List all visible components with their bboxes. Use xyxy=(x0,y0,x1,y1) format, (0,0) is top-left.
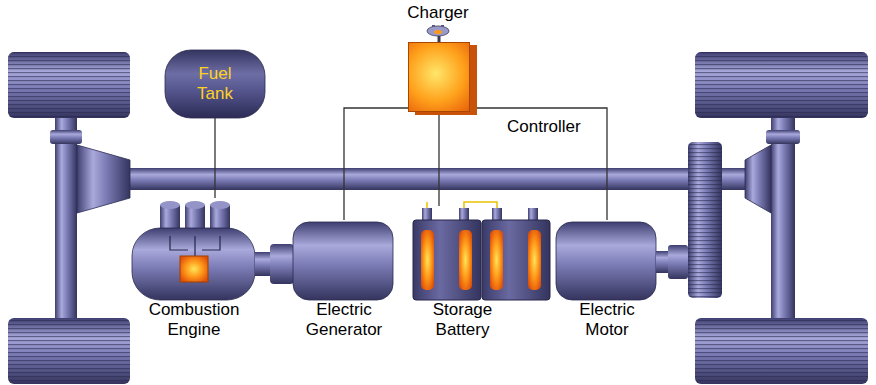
wheel xyxy=(8,52,130,118)
controller: Controller xyxy=(408,42,470,112)
part-label: Controller xyxy=(507,117,597,137)
part-label: Fuel Tank xyxy=(190,64,240,104)
motor-body xyxy=(556,222,656,300)
bevel-gear xyxy=(745,145,771,213)
coupling xyxy=(656,251,670,273)
power-wire xyxy=(470,108,607,220)
generator-body xyxy=(293,222,393,300)
terminal-link xyxy=(464,202,497,208)
storage-battery xyxy=(413,202,550,300)
coupling xyxy=(668,245,688,279)
charger: Charger xyxy=(398,2,480,36)
drive-shaft xyxy=(128,168,748,190)
plug-head xyxy=(427,26,449,36)
battery-plate xyxy=(421,230,434,290)
wheel-tyre xyxy=(8,52,130,118)
engine-pipe xyxy=(170,236,220,256)
power-wire xyxy=(438,112,439,206)
hub xyxy=(766,130,800,144)
hub xyxy=(50,130,82,144)
part-label: Electric Motor xyxy=(567,300,647,340)
engine-block xyxy=(132,228,255,300)
wheel-tread xyxy=(8,52,130,118)
part-label: Charger xyxy=(398,3,478,23)
wheel-tread xyxy=(695,318,868,384)
battery-terminal xyxy=(492,208,502,221)
engine-cylinder-top xyxy=(160,201,180,209)
axle xyxy=(55,118,77,318)
battery-cell xyxy=(482,220,550,300)
engine: Combustion Engine xyxy=(130,198,258,342)
wheel-tread xyxy=(695,52,868,118)
bevel-gear xyxy=(77,145,130,213)
wheel xyxy=(8,318,130,384)
engine-cylinder-top xyxy=(210,201,230,209)
motor: Electric Motor xyxy=(556,220,658,342)
coupling xyxy=(255,252,271,276)
battery-terminal xyxy=(459,208,469,221)
wheel-tyre xyxy=(695,318,868,384)
combustion-engine xyxy=(132,201,255,300)
part-label: Storage Battery xyxy=(420,300,505,340)
battery: Storage Battery xyxy=(412,206,552,342)
gear-wheel xyxy=(688,142,722,298)
terminal-link xyxy=(426,202,428,208)
battery-plate xyxy=(528,230,541,290)
battery-cell xyxy=(413,220,481,300)
generator: Electric Generator xyxy=(293,220,395,342)
battery-terminal xyxy=(528,208,538,221)
wheel-tyre xyxy=(8,318,130,384)
wheel-tyre xyxy=(695,52,868,118)
wheel-tread xyxy=(8,318,130,384)
fuel-tank xyxy=(165,50,265,118)
part-label: Combustion Engine xyxy=(139,300,249,340)
battery-plate xyxy=(490,230,503,290)
plug-light xyxy=(434,30,442,34)
power-wire xyxy=(344,108,408,220)
fuel-tank: Fuel Tank xyxy=(165,50,265,118)
coupling xyxy=(270,244,294,284)
charger-plug xyxy=(427,25,449,36)
wheel xyxy=(695,52,868,118)
combustion-chamber xyxy=(180,256,208,282)
axle xyxy=(771,118,795,318)
engine-cylinder-top xyxy=(185,201,205,209)
battery-terminal xyxy=(422,208,432,221)
part-label: Electric Generator xyxy=(295,300,393,340)
fuel-line xyxy=(214,118,215,198)
battery-plate xyxy=(459,230,472,290)
wheel xyxy=(695,318,868,384)
gear-teeth xyxy=(688,142,722,298)
